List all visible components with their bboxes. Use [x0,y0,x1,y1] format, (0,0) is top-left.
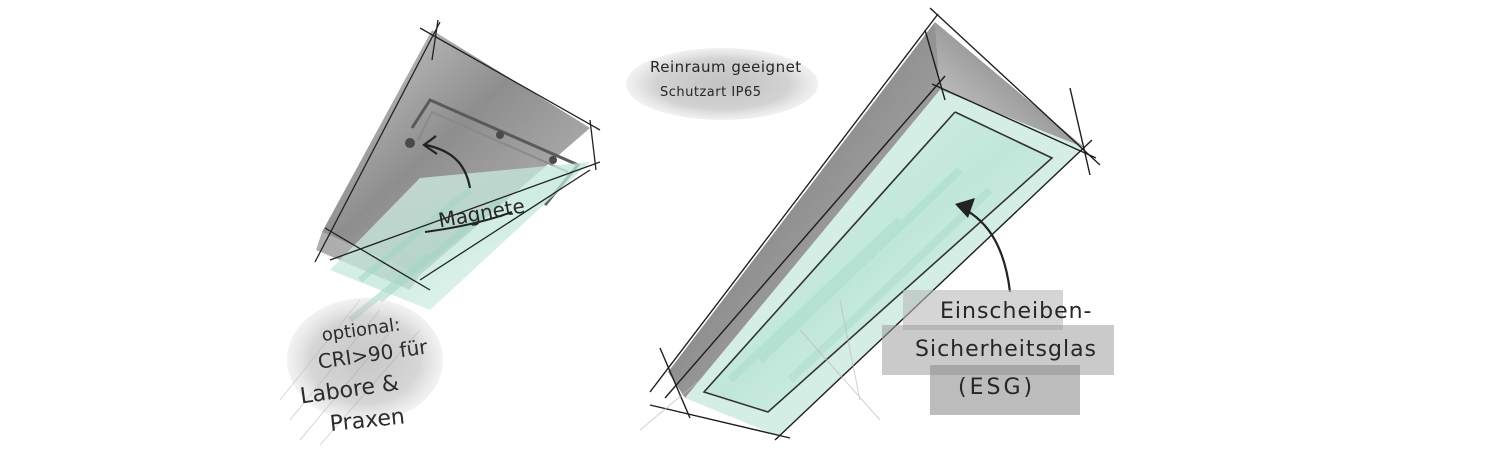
esg-line-2: Sicherheitsglas [915,337,1097,362]
right-glass-panel [704,112,1052,412]
badge-line-2: Schutzart IP65 [660,85,762,100]
esg-callout: Einscheiben- Sicherheitsglas (ESG) [882,290,1114,415]
esg-box-3 [930,365,1080,415]
esg-box-1 [903,290,1063,330]
glass-arrow [961,207,1012,293]
magnet-arrow [425,143,472,189]
right-housing-side [668,22,940,398]
badge-blob [626,48,818,120]
esg-line-3: (ESG) [958,375,1035,400]
badge-line-1: Reinraum geeignet [650,58,802,76]
optional-note: optional: CRI>90 für Labore & Praxen [287,298,443,437]
magnet-1 [405,138,415,148]
magnet-3 [549,156,557,164]
magnet-2 [496,131,504,139]
cleanroom-badge: Reinraum geeignet Schutzart IP65 [626,48,818,120]
right-luminaire-sketch [639,7,1101,441]
note-blob [287,298,443,422]
esg-line-1: Einscheiben- [940,299,1093,324]
